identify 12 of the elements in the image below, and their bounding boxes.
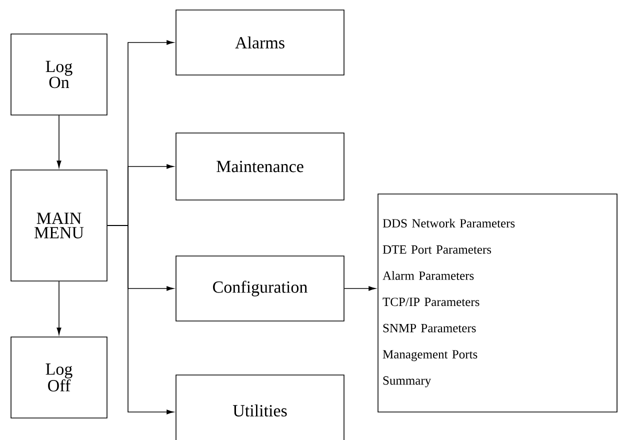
list-box: DDS Network Parameters DTE Port Parameters Alarm Parameters TCP/IP Parameters SNMP Parameters Management Ports Summary [378, 194, 618, 412]
process-box: Configuration [176, 256, 344, 322]
arrow [56, 281, 62, 335]
process-box: Log Off [10, 336, 108, 418]
process-box: Log On [10, 34, 108, 116]
arrow [56, 115, 62, 168]
arrow [344, 286, 376, 291]
process-box: Maintenance [176, 132, 344, 200]
arrow [107, 225, 174, 414]
process-box: MAIN MENU [10, 170, 108, 282]
process-box: Utilities [176, 374, 344, 440]
process-box: Alarms [176, 10, 344, 76]
